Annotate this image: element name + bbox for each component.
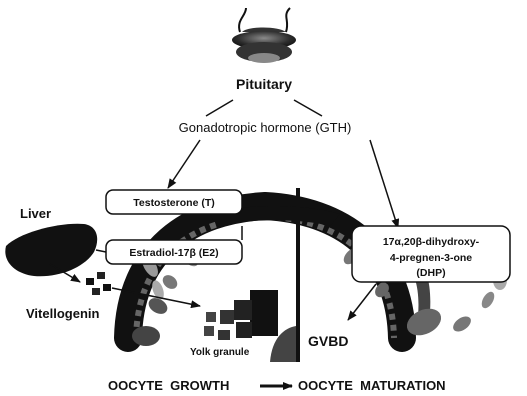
dhp-box: 17α,20β-dihydroxy- 4-pregnen-3-one (DHP) [352, 226, 510, 282]
testosterone-label: Testosterone (T) [133, 197, 214, 209]
gvbd-label: GVBD [308, 333, 348, 349]
pituitary-to-gth-line [206, 100, 233, 116]
liver-label: Liver [20, 206, 51, 221]
gth-label: Gonadotropic hormone (GTH) [179, 120, 352, 135]
dhp-label-line-3: (DHP) [416, 267, 445, 279]
dhp-to-gvbd-arrow [348, 284, 376, 320]
estradiol-box: Estradiol-17β (E2) [106, 240, 242, 264]
yolk-granule-label: Yolk granule [190, 347, 250, 358]
oocyte-growth-label: OOCYTE GROWTH [108, 378, 229, 393]
gth-to-dhp-arrow [370, 140, 398, 228]
dhp-label-line-1: 17α,20β-dihydroxy- [383, 236, 480, 248]
pituitary-to-gth-line-right [294, 100, 322, 116]
liver-shape [5, 224, 97, 277]
pituitary-gland [232, 8, 296, 63]
testosterone-box: Testosterone (T) [106, 190, 242, 214]
vitellogenin-label: Vitellogenin [26, 306, 99, 321]
oocyte-maturation-label: OOCYTE MATURATION [298, 378, 446, 393]
dhp-label-line-2: 4-pregnen-3-one [390, 252, 472, 264]
vitellogenin-particles [86, 272, 111, 295]
yolk-granule-cluster [204, 290, 278, 340]
liver-to-estradiol-line [96, 250, 106, 252]
estradiol-label: Estradiol-17β (E2) [129, 247, 218, 259]
gth-to-testosterone-arrow [168, 140, 200, 188]
pituitary-label: Pituitary [236, 76, 292, 92]
